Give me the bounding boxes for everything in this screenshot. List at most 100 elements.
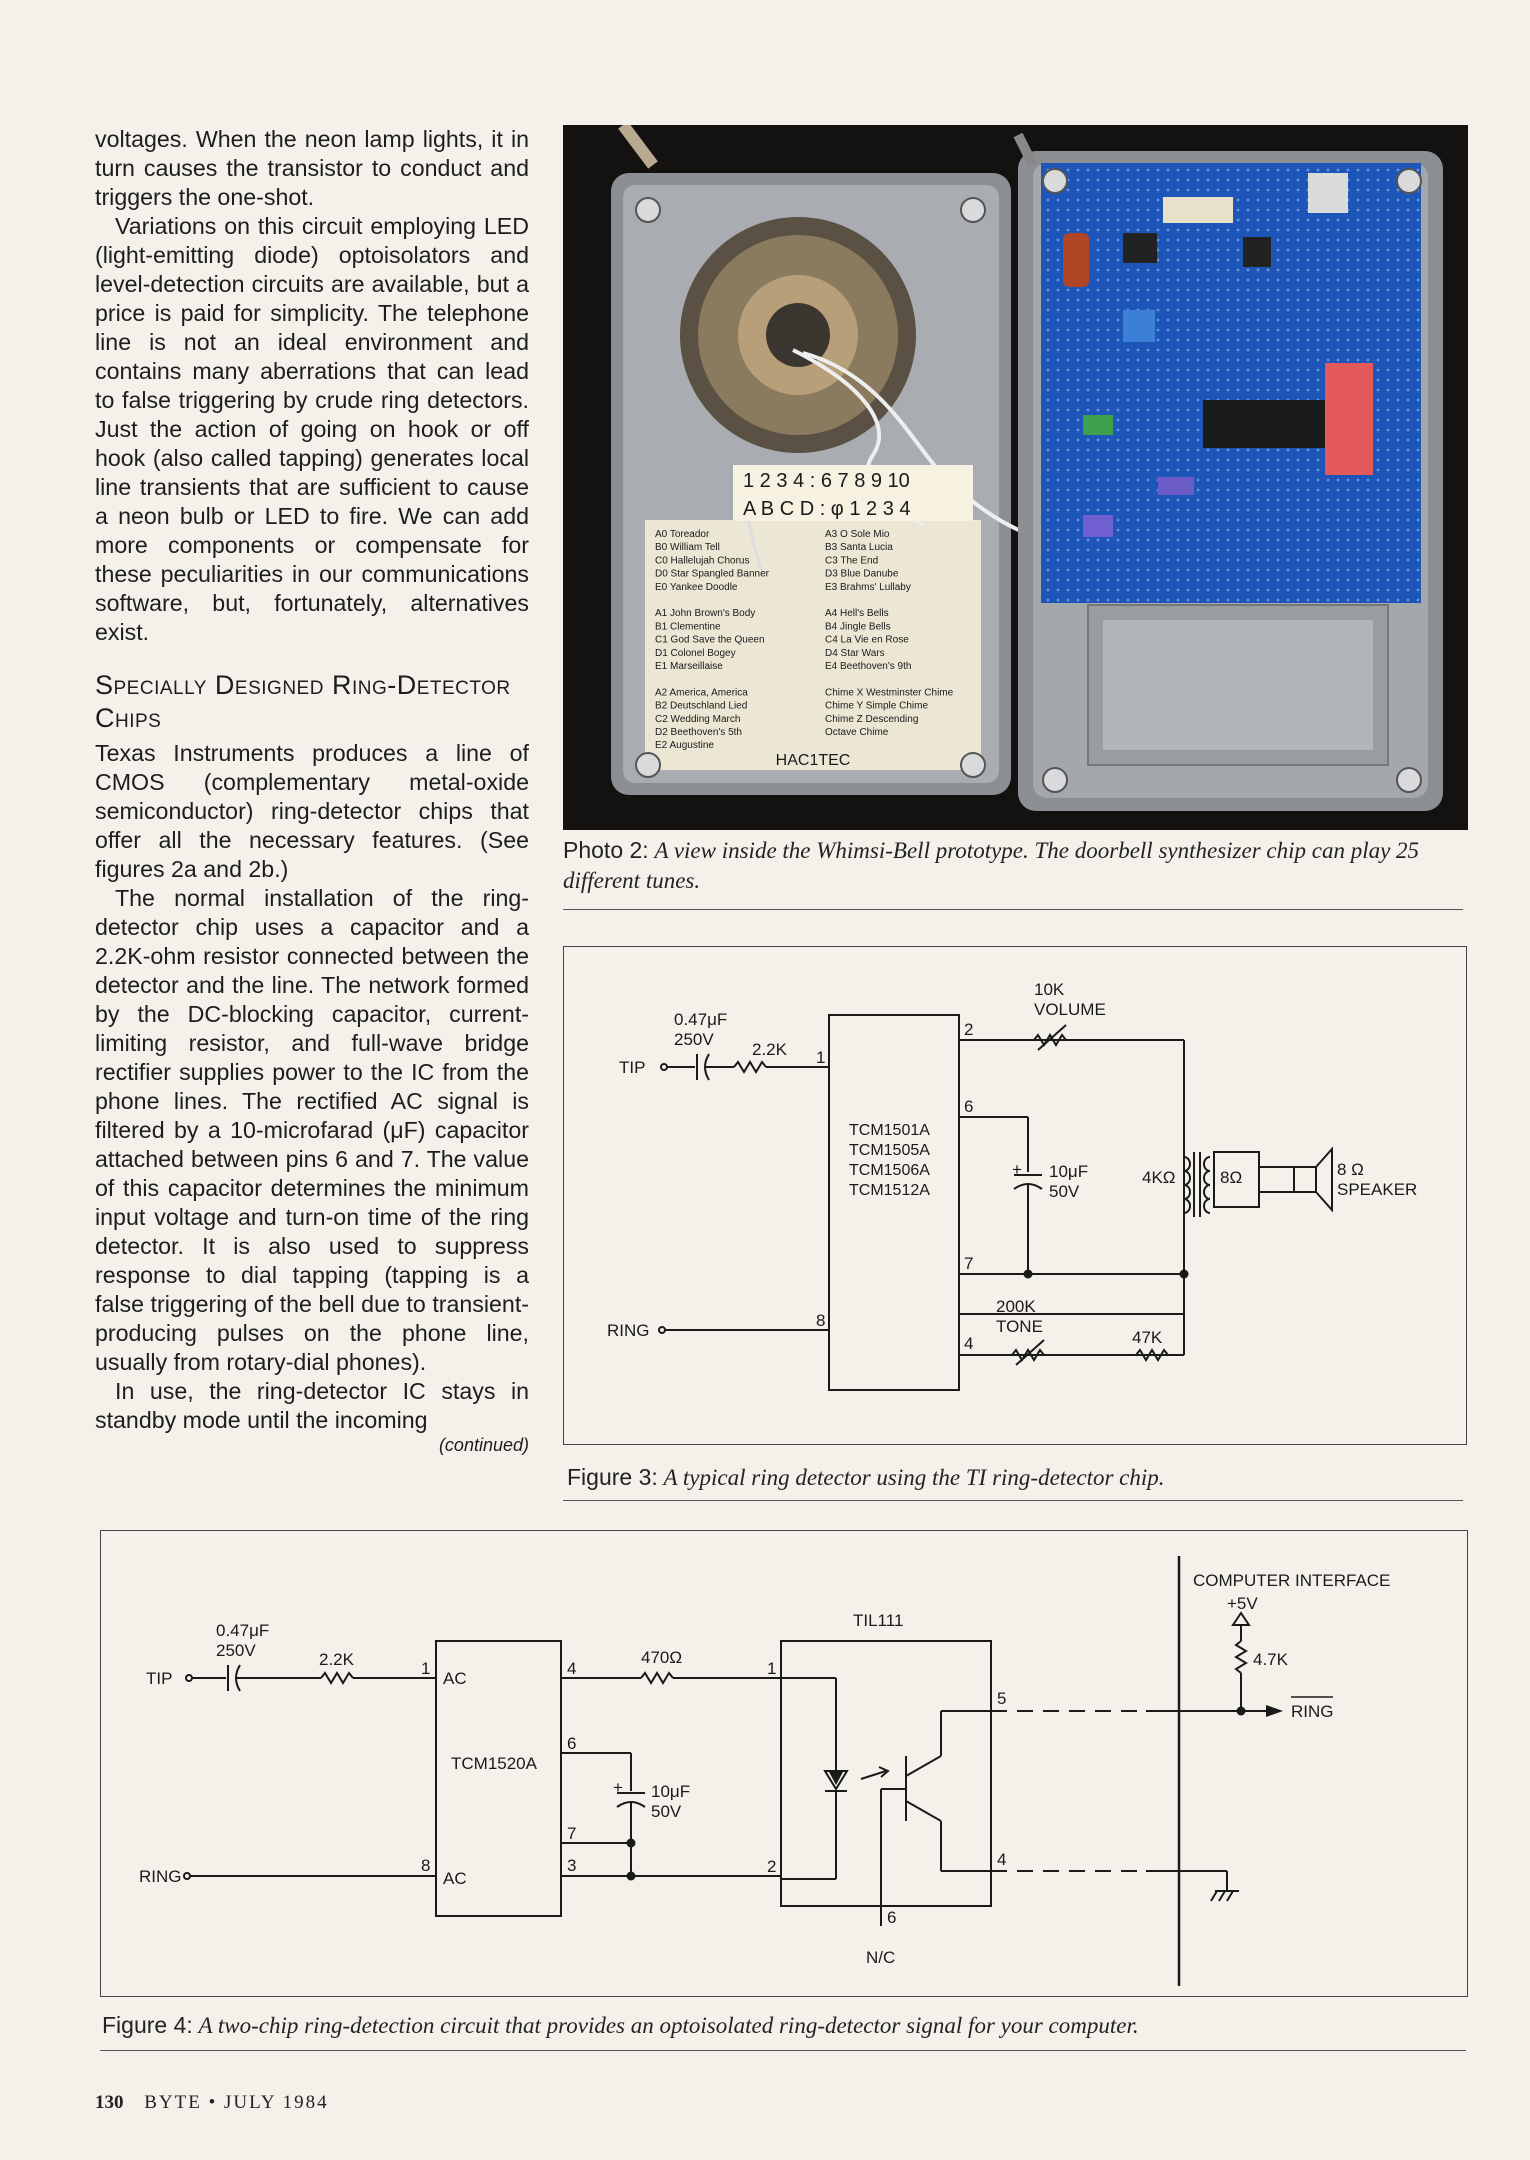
opto-pin-5: 5 <box>997 1689 1006 1708</box>
cap2-voltage: 50V <box>651 1802 682 1821</box>
chip-part-numbers: TCM1501A TCM1505A TCM1506A TCM1512A <box>849 1122 930 1199</box>
tune-entry: C1 God Save the Queen <box>655 635 765 646</box>
pin-6: 6 <box>567 1734 576 1753</box>
tune-entry: C4 La Vie en Rose <box>825 635 909 646</box>
photo-illustration: 1 2 3 4 : 6 7 8 9 10 A B C D : φ 1 2 3 4… <box>611 125 1443 811</box>
resistor-value: 2.2K <box>752 1040 788 1059</box>
chip-part-number: TCM1506A <box>849 1162 930 1179</box>
cap-value: 0.47μF <box>674 1010 727 1029</box>
photo2-caption-label: Photo 2: <box>563 837 649 863</box>
page-number: 130 <box>95 2092 124 2113</box>
speaker-label: SPEAKER <box>1337 1180 1417 1199</box>
paragraph-5: In use, the ring-detector IC stays in st… <box>95 1378 529 1433</box>
ac-top: AC <box>443 1669 467 1688</box>
pin-4: 4 <box>567 1659 576 1678</box>
pin-3: 3 <box>567 1856 576 1875</box>
pin-8: 8 <box>421 1856 430 1875</box>
junction-dot <box>1236 1706 1246 1716</box>
volume-label: VOLUME <box>1034 1000 1106 1019</box>
figure4-caption: Figure 4: A two-chip ring-detection circ… <box>102 2010 1462 2041</box>
tune-entry: A1 John Brown's Body <box>655 608 755 619</box>
tune-entry: D3 Blue Danube <box>825 569 899 580</box>
tune-entry: B4 Jingle Bells <box>825 621 891 632</box>
photo2-caption-text: A view inside the Whimsi-Bell prototype.… <box>563 838 1420 893</box>
figure3-rule <box>563 1500 1463 1501</box>
volume-value: 10K <box>1034 980 1065 999</box>
ring-label: RING <box>139 1867 182 1886</box>
tip-label: TIP <box>146 1669 172 1688</box>
chip-part-number: TCM1512A <box>849 1182 930 1199</box>
pin-1: 1 <box>421 1659 430 1678</box>
chip-part-number: TCM1501A <box>849 1122 930 1139</box>
opto-pin-1: 1 <box>767 1659 776 1678</box>
figure4-caption-label: Figure 4: <box>102 2012 193 2038</box>
tune-entry: E4 Beethoven's 9th <box>825 661 911 672</box>
cap-voltage: 250V <box>674 1030 714 1049</box>
pin-7: 7 <box>567 1824 576 1843</box>
junction-dot <box>626 1871 636 1881</box>
continued-note: (continued) <box>438 1435 529 1455</box>
tune-entry: Octave Chime <box>825 727 889 738</box>
tune-entry: D0 Star Spangled Banner <box>655 569 770 580</box>
junction-dot <box>1179 1269 1189 1279</box>
xfmr-secondary: 8Ω <box>1220 1168 1242 1187</box>
figure3-caption-text: A typical ring detector using the TI rin… <box>663 1465 1165 1490</box>
handwritten-letters: A B C D : φ 1 2 3 4 <box>743 498 911 520</box>
tune-entry: C3 The End <box>825 555 878 566</box>
tip-label: TIP <box>619 1058 645 1077</box>
vcc-label: +5V <box>1227 1594 1258 1613</box>
cap2-plus: + <box>613 1778 623 1797</box>
tune-entry: B1 Clementine <box>655 621 721 632</box>
r47k-value: 47K <box>1132 1328 1163 1347</box>
opto-pin-4: 4 <box>997 1850 1006 1869</box>
nc-label: N/C <box>866 1948 895 1967</box>
figure4-svg: TIP RING 0.47μF 250V 2.2K 1 AC AC TCM152… <box>139 1556 1390 1986</box>
figure3-svg: TIP RING 0.47μF 250V 2.2K 1 2 6 7 8 4 10… <box>607 980 1417 1391</box>
section-heading: Specially Designed Ring-Detector Chips <box>95 670 511 733</box>
tune-entry: E0 Yankee Doodle <box>655 582 738 593</box>
pin-7: 7 <box>964 1254 973 1273</box>
tone-label: TONE <box>996 1317 1043 1336</box>
figure4-schematic: TIP RING 0.47μF 250V 2.2K 1 AC AC TCM152… <box>100 1530 1468 1997</box>
tune-entry: A0 Toreador <box>655 529 710 540</box>
figure3-caption: Figure 3: A typical ring detector using … <box>567 1462 1467 1493</box>
xfmr-primary: 4KΩ <box>1142 1168 1176 1187</box>
pin-4: 4 <box>964 1334 973 1353</box>
tune-entry: D4 Star Wars <box>825 648 885 659</box>
junction-dot <box>1023 1269 1033 1279</box>
figure4-caption-text: A two-chip ring-detection circuit that p… <box>198 2013 1139 2038</box>
paragraph-1: voltages. When the neon lamp lights, it … <box>95 126 529 210</box>
junction-dot <box>626 1838 636 1848</box>
tune-entry: E2 Augustine <box>655 740 714 751</box>
paragraph-2: Variations on this circuit employing LED… <box>95 213 529 645</box>
chip-part-number: TCM1505A <box>849 1142 930 1159</box>
cap2-plus: + <box>1012 1160 1022 1179</box>
article-body-column: voltages. When the neon lamp lights, it … <box>95 125 529 1455</box>
opto-pin-2: 2 <box>767 1857 776 1876</box>
ring-out-label: RING <box>1291 1702 1334 1721</box>
pin-2: 2 <box>964 1020 973 1039</box>
brand-label: HAC1TEC <box>776 752 851 769</box>
tune-entry: D1 Colonel Bogey <box>655 648 736 659</box>
tune-entry: C0 Hallelujah Chorus <box>655 555 750 566</box>
pin-8: 8 <box>816 1311 825 1330</box>
pin-1: 1 <box>816 1048 825 1067</box>
tune-entry: A4 Hell's Bells <box>825 608 889 619</box>
ac-bottom: AC <box>443 1869 467 1888</box>
paragraph-4: The normal installation of the ring-dete… <box>95 885 529 1375</box>
cap-voltage: 250V <box>216 1641 256 1660</box>
opto-pin-6: 6 <box>887 1908 896 1927</box>
figure3-caption-label: Figure 3: <box>567 1464 658 1490</box>
tune-entry: A2 America, America <box>655 687 748 698</box>
photo2-caption: Photo 2: A view inside the Whimsi-Bell p… <box>563 835 1468 896</box>
magazine-issue: BYTE • JULY 1984 <box>144 2092 329 2113</box>
figure3-schematic: TIP RING 0.47μF 250V 2.2K 1 2 6 7 8 4 10… <box>563 946 1467 1445</box>
tune-entry: Chime Y Simple Chime <box>825 701 928 712</box>
led-icon <box>828 1770 844 1785</box>
chip-id: ID <box>1293 412 1311 432</box>
tune-entry: D2 Beethoven's 5th <box>655 727 742 738</box>
figure4-rule <box>100 2050 1466 2051</box>
cap2-value: 10μF <box>651 1782 690 1801</box>
tune-entry: Chime X Westminster Chime <box>825 687 954 698</box>
